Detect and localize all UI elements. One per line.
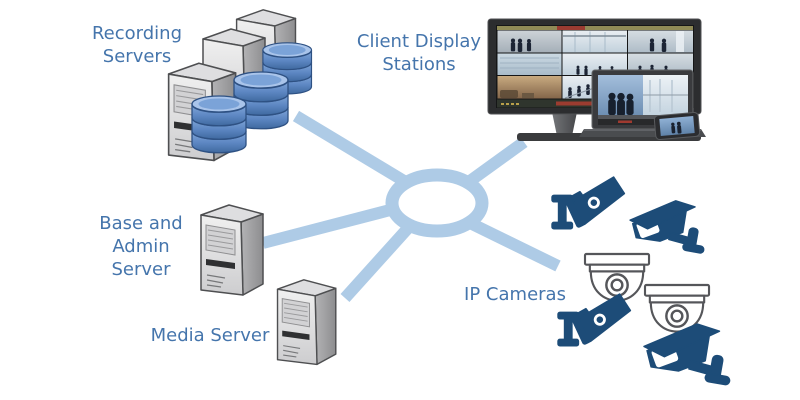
box-camera-icon <box>643 323 731 387</box>
client-display-stations-label: Client Display Stations <box>356 31 482 75</box>
box-camera-icon <box>629 200 706 255</box>
base-admin-server-label: Base and Admin Server <box>99 213 183 280</box>
recording-servers-label: Recording Servers <box>91 23 183 67</box>
smartphone-icon <box>653 111 701 141</box>
link-client-display <box>466 137 528 186</box>
client-display-stations-icon <box>487 18 706 141</box>
hub-connections <box>261 110 561 303</box>
link-ip-cameras <box>465 216 561 272</box>
link-base-admin <box>261 203 396 249</box>
ip-cameras-icon <box>550 174 731 387</box>
media-server-icon <box>278 280 336 365</box>
link-media-server <box>340 222 414 303</box>
ip-cameras-label: IP Cameras <box>464 284 566 305</box>
media-server-label: Media Server <box>150 325 270 346</box>
link-recording-servers <box>292 110 408 187</box>
network-hub-ring-icon <box>385 168 489 238</box>
bullet-camera-icon <box>550 174 631 231</box>
